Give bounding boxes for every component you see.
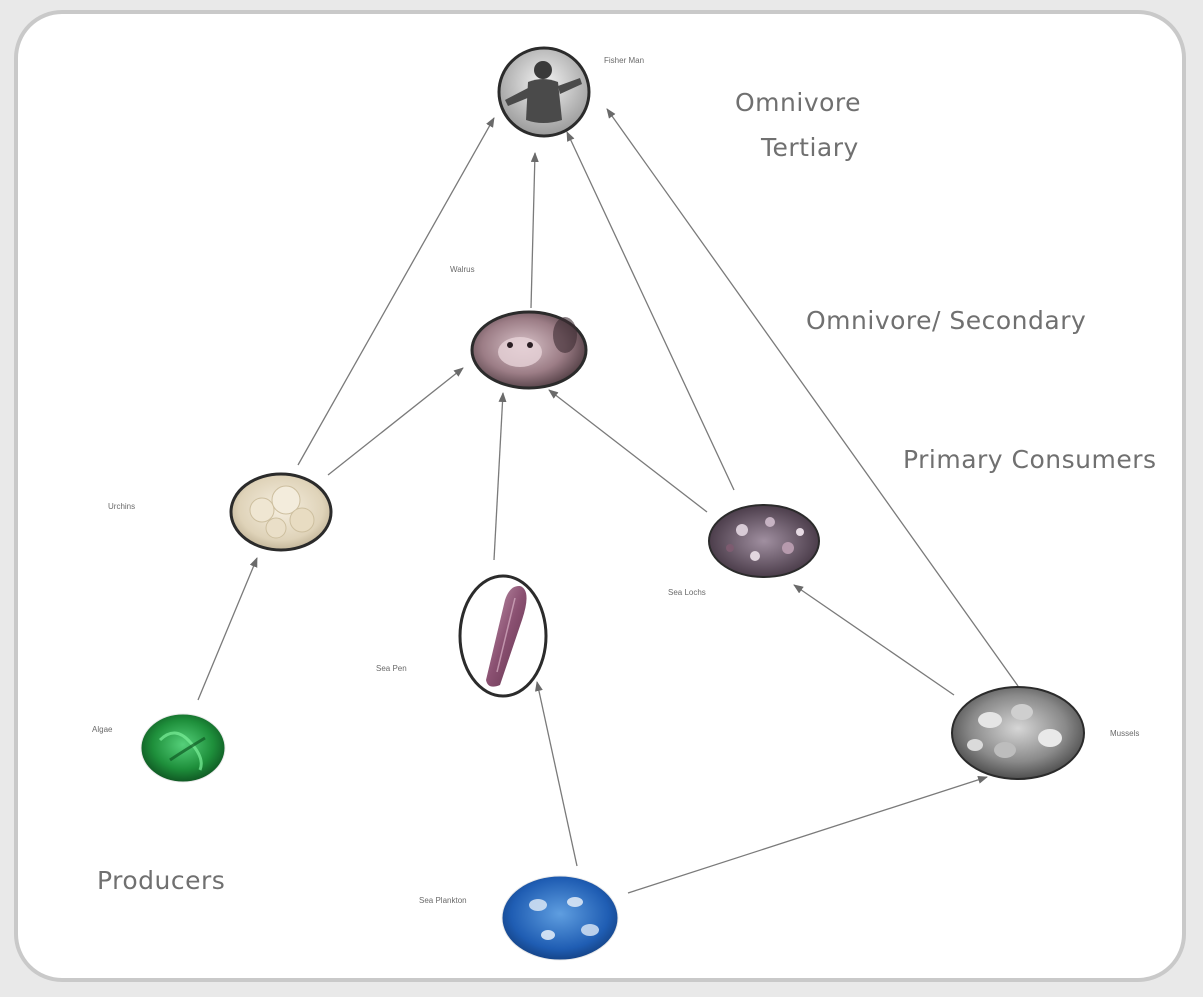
node-label-algae: Algae <box>92 725 112 734</box>
node-label-fisher-man: Fisher Man <box>604 56 644 65</box>
arrow-mussels-to-fisher-man <box>607 109 1018 686</box>
node-sea-plankton <box>502 876 618 960</box>
tier-label-secondary: Omnivore/ Secondary <box>806 306 1086 336</box>
tier-label-primary: Primary Consumers <box>903 445 1157 475</box>
node-algae <box>141 714 225 782</box>
node-urchins <box>231 474 331 550</box>
arrow-urchins-to-walrus <box>328 368 463 475</box>
node-label-sea-lochs: Sea Lochs <box>668 588 706 597</box>
arrow-algae-to-urchins <box>198 558 257 700</box>
arrow-sea-plankton-to-mussels <box>628 777 987 893</box>
node-label-sea-pen: Sea Pen <box>376 664 407 673</box>
arrow-sea-plankton-to-sea-pen <box>537 682 577 866</box>
arrow-mussels-to-sea-lochs <box>794 585 954 695</box>
arrow-walrus-to-fisher-man <box>531 153 535 308</box>
arrow-urchins-to-fisher-man <box>298 118 494 465</box>
node-label-sea-plankton: Sea Plankton <box>419 896 467 905</box>
node-mussels <box>952 687 1084 779</box>
node-walrus <box>472 312 586 388</box>
tier-label-producers: Producers <box>97 866 225 896</box>
node-fisher-man <box>499 48 589 136</box>
arrow-sea-lochs-to-fisher-man <box>567 132 734 490</box>
arrow-sea-lochs-to-walrus <box>549 390 707 512</box>
arrow-sea-pen-to-walrus <box>494 393 503 560</box>
tier-label-tertiary: Tertiary <box>761 133 859 163</box>
node-sea-pen <box>460 576 546 696</box>
node-label-walrus: Walrus <box>450 265 475 274</box>
node-sea-lochs <box>709 505 819 577</box>
node-label-mussels: Mussels <box>1110 729 1139 738</box>
tier-label-omnivore: Omnivore <box>735 88 861 118</box>
node-label-urchins: Urchins <box>108 502 135 511</box>
